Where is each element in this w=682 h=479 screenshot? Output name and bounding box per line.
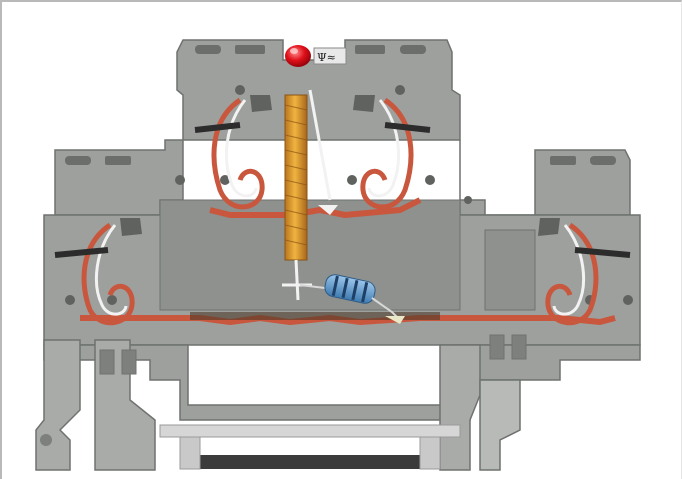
symbol-marking: Ψ≈	[317, 51, 336, 64]
diode-symbol-icon: Ψ≈	[313, 47, 347, 65]
spring-clamp-top-left	[194, 95, 272, 210]
led-indicator-icon	[285, 45, 311, 67]
spring-clamp-bottom-right	[538, 218, 631, 326]
spring-clamp-top-right	[353, 95, 431, 210]
spring-clamp-bottom-left	[54, 218, 142, 326]
busbar-shadow	[190, 312, 440, 320]
housing	[35, 39, 641, 471]
resistor	[299, 274, 405, 324]
led-coil	[282, 89, 338, 301]
